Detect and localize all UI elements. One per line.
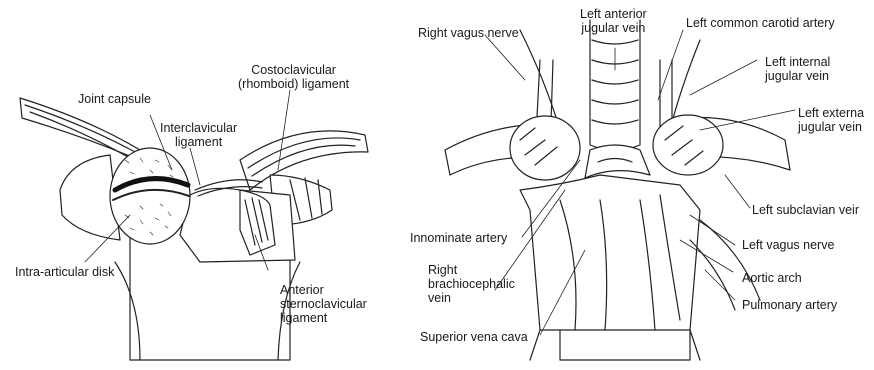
left-external-jugular-line-2: jugular vein <box>798 120 864 134</box>
right-vagus-nerve-label: Right vagus nerve <box>418 26 519 40</box>
pulmonary-artery-label: Pulmonary artery <box>742 298 837 312</box>
left-internal-jugular-vein-label: Left internal jugular vein <box>765 55 830 83</box>
right-brachiocephalic-line-1: Right <box>428 263 515 277</box>
joint-capsule-label: Joint capsule <box>78 92 151 106</box>
left-internal-jugular-line-2: jugular vein <box>765 69 830 83</box>
interclavicular-ligament-label: Interclavicular ligament <box>160 121 237 149</box>
right-brachiocephalic-line-3: vein <box>428 291 515 305</box>
left-vagus-nerve-label: Left vagus nerve <box>742 238 834 252</box>
intra-articular-disk-label: Intra-articular disk <box>15 265 114 279</box>
left-subclavian-vein-label: Left subclavian veir <box>752 203 859 217</box>
costoclavicular-ligament-label: Costoclavicular (rhomboid) ligament <box>238 63 349 91</box>
left-internal-jugular-line-1: Left internal <box>765 55 830 69</box>
superior-vena-cava-label: Superior vena cava <box>420 330 528 344</box>
costoclavicular-line-1: Costoclavicular <box>238 63 349 77</box>
left-external-jugular-vein-label: Left externa jugular vein <box>798 106 864 134</box>
aortic-arch-label: Aortic arch <box>742 271 802 285</box>
interclavicular-line-2: ligament <box>160 135 237 149</box>
left-anterior-jugular-line-2: jugular vein <box>580 21 647 35</box>
anterior-sternoclavicular-ligament-label: Anterior sternoclavicular ligament <box>280 283 367 325</box>
interclavicular-line-1: Interclavicular <box>160 121 237 135</box>
left-anterior-jugular-vein-label: Left anterior jugular vein <box>580 7 647 35</box>
right-brachiocephalic-vein-label: Right brachiocephalic vein <box>428 263 515 305</box>
left-common-carotid-artery-label: Left common carotid artery <box>686 16 835 30</box>
left-anterior-jugular-line-1: Left anterior <box>580 7 647 21</box>
innominate-artery-label: Innominate artery <box>410 231 507 245</box>
right-brachiocephalic-line-2: brachiocephalic <box>428 277 515 291</box>
anterior-sternoclavicular-line-3: ligament <box>280 311 367 325</box>
left-external-jugular-line-1: Left externa <box>798 106 864 120</box>
anterior-sternoclavicular-line-2: sternoclavicular <box>280 297 367 311</box>
costoclavicular-line-2: (rhomboid) ligament <box>238 77 349 91</box>
anterior-sternoclavicular-line-1: Anterior <box>280 283 367 297</box>
